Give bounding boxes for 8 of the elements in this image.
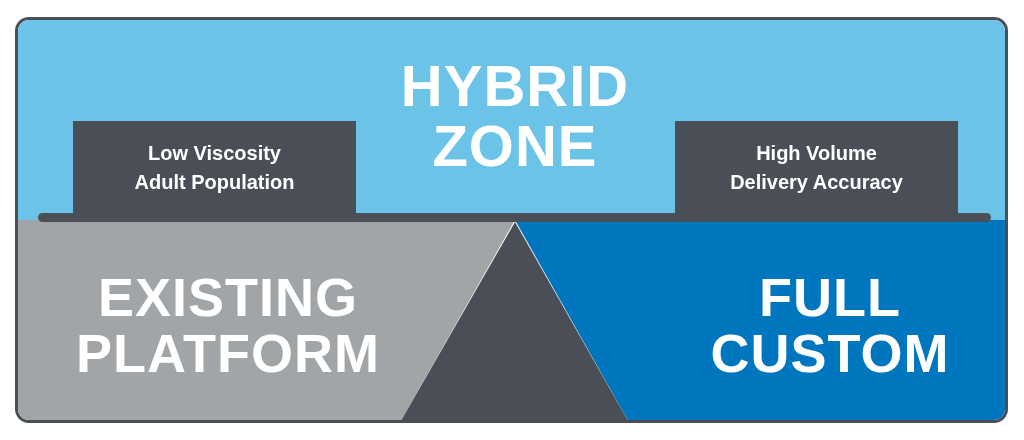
zone-title: EXISTING PLATFORM	[75, 270, 381, 382]
block-label: High Volume Delivery Accuracy	[729, 140, 904, 195]
weight-block	[73, 121, 356, 214]
sky-band	[18, 20, 1005, 220]
zone-title: HYBRID ZONE	[399, 56, 631, 176]
block-label: Low Viscosity Adult Population	[133, 140, 296, 195]
weight-block	[675, 121, 958, 214]
zone-title: FULL CUSTOM	[709, 270, 951, 382]
